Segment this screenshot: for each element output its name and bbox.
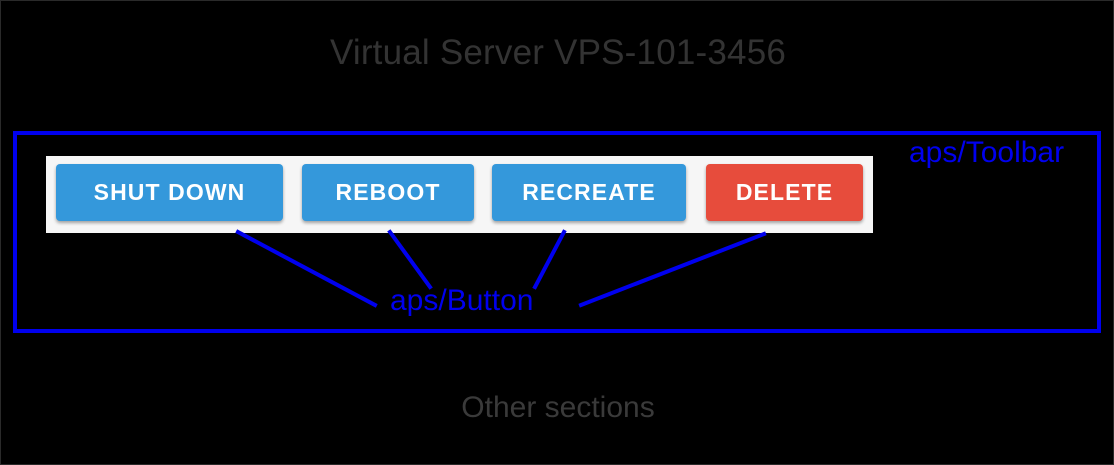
toolbar-annotation-label: aps/Toolbar [909, 136, 1065, 169]
shut-down-button[interactable]: SHUT DOWN [56, 164, 283, 221]
reboot-button[interactable]: REBOOT [302, 164, 474, 221]
button-annotation-label: aps/Button [390, 284, 534, 317]
toolbar-annotation-box [13, 131, 1101, 333]
recreate-button[interactable]: RECREATE [492, 164, 686, 221]
delete-button[interactable]: DELETE [706, 164, 863, 221]
page-title: Virtual Server VPS-101-3456 [329, 33, 787, 72]
other-sections-label: Other sections [461, 391, 655, 424]
